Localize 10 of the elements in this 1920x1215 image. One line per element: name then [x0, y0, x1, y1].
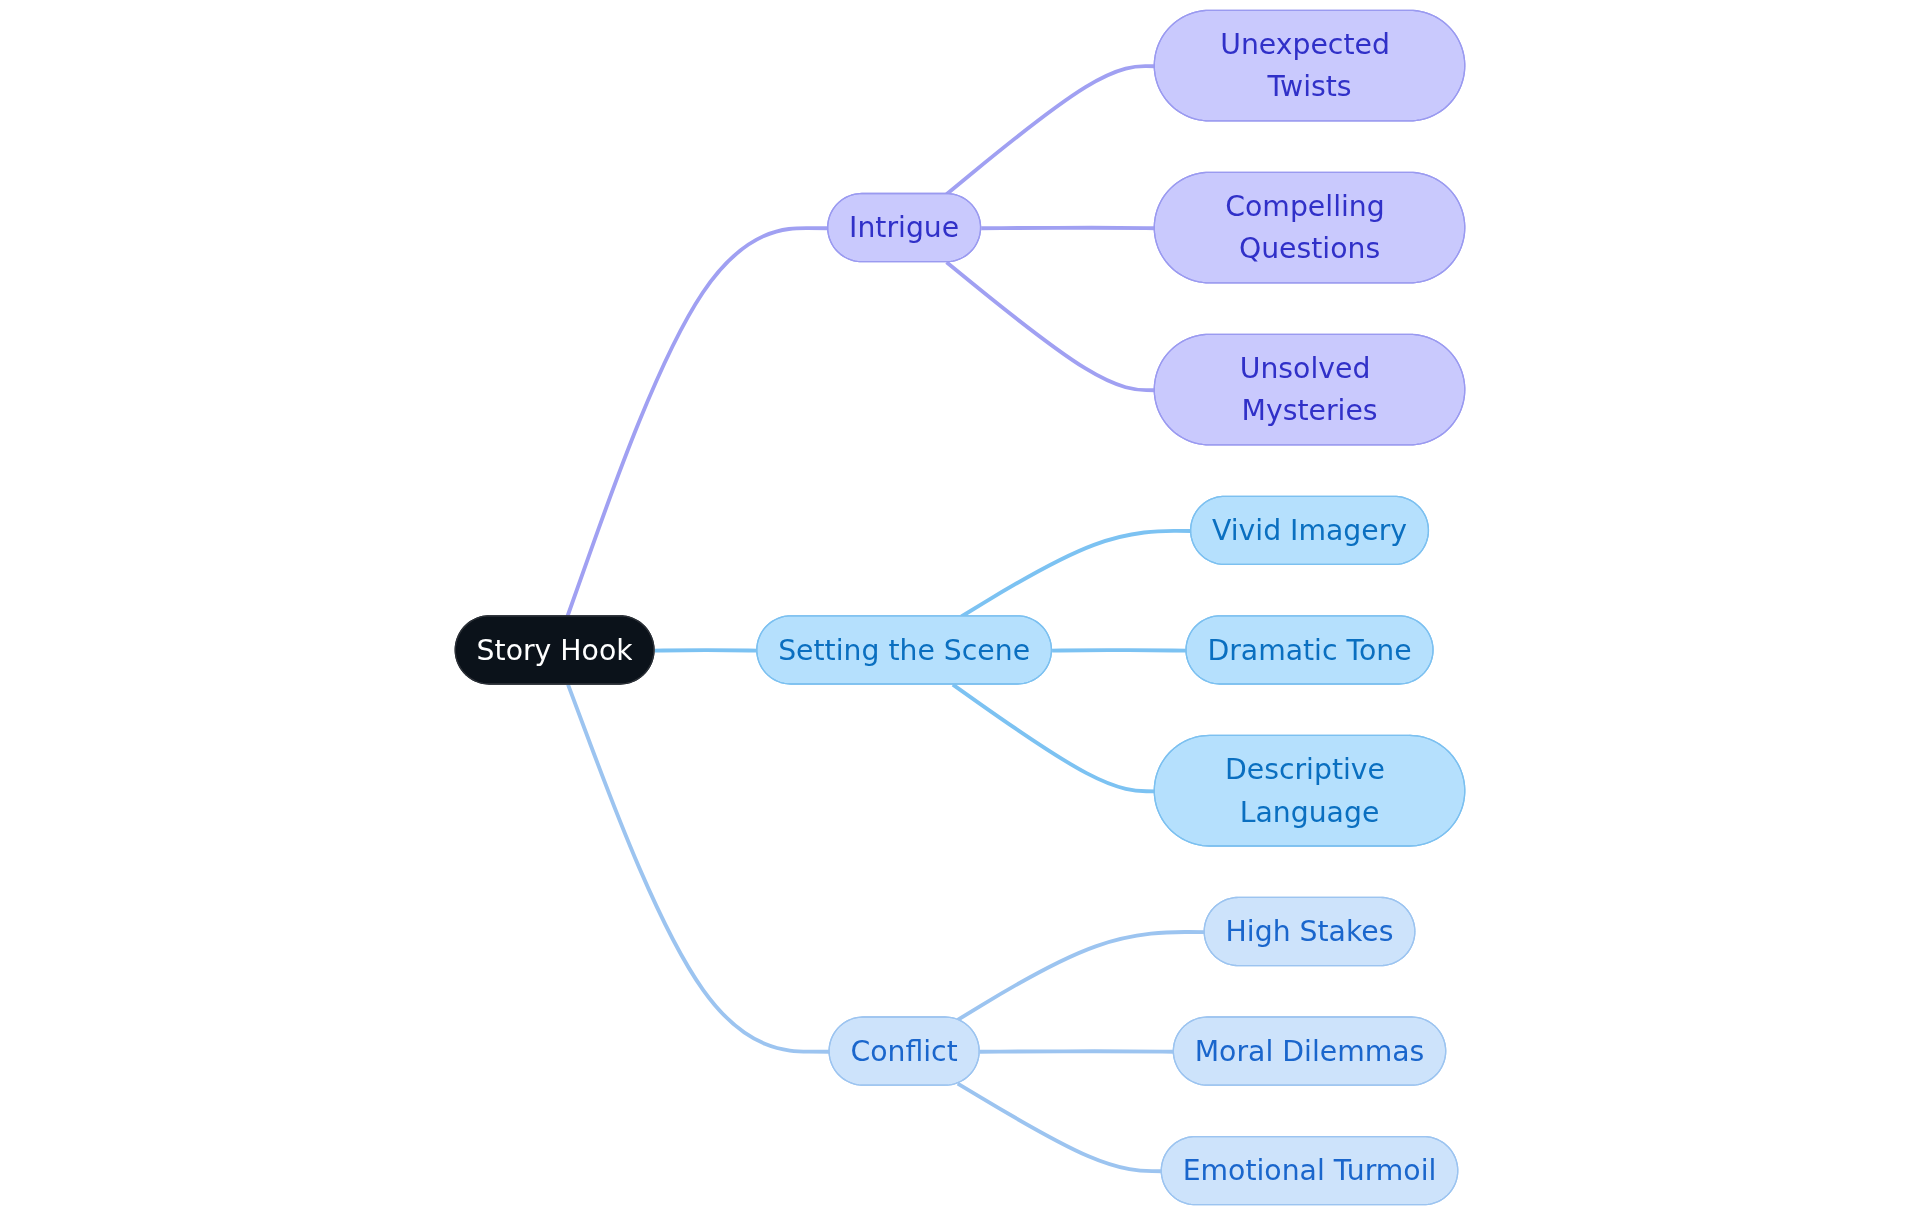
connector: [945, 260, 1155, 393]
connector: [566, 683, 830, 1054]
connector: [654, 648, 758, 653]
connector: [945, 64, 1155, 196]
connector: [956, 1081, 1162, 1174]
connector: [1052, 648, 1187, 653]
connector: [979, 1049, 1174, 1054]
connector: [956, 930, 1205, 1022]
connector: [951, 683, 1155, 794]
connector: [981, 225, 1155, 231]
